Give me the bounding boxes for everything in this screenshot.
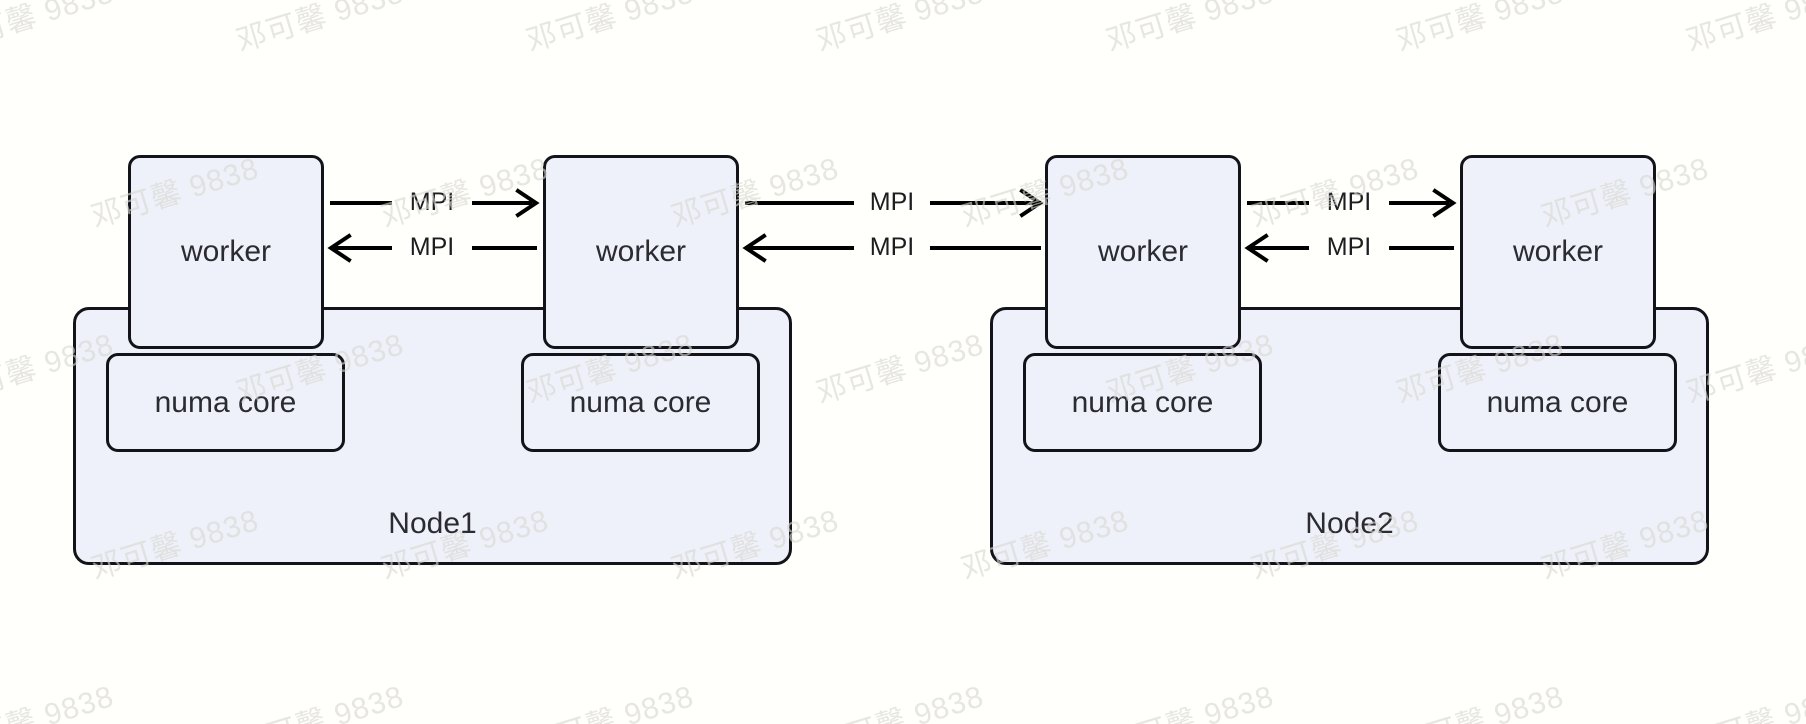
watermark-text: 邓可馨 9838 [812, 680, 988, 724]
worker-box-node2-worker1[interactable]: worker [1045, 155, 1241, 349]
mpi-link-intra-node1: MPI MPI [324, 185, 543, 285]
watermark-text: 邓可馨 9838 [0, 0, 118, 59]
watermark-text: 邓可馨 9838 [232, 0, 408, 59]
arrow-right-icon [1019, 188, 1044, 218]
worker-label: worker [1097, 235, 1188, 268]
watermark-text: 邓可馨 9838 [232, 680, 408, 724]
numa-core-box-node1-core2[interactable]: numa core [521, 353, 760, 452]
worker-box-node1-worker2[interactable]: worker [543, 155, 739, 349]
watermark-text: 邓可馨 9838 [1102, 0, 1278, 59]
worker-label: worker [595, 235, 686, 268]
mpi-arrows-svg [742, 188, 1044, 263]
watermark-text: 邓可馨 9838 [1392, 680, 1568, 724]
mpi-forward-label: MPI [1326, 188, 1372, 216]
watermark-text: 邓可馨 9838 [522, 680, 698, 724]
node-label-node2: Node2 [990, 307, 1709, 565]
numa-core-label: numa core [1486, 385, 1629, 419]
mpi-link-inter-node: MPI MPI [739, 185, 1045, 285]
watermark-text: 邓可馨 9838 [1392, 0, 1568, 59]
worker-box-node2-worker2[interactable]: worker [1460, 155, 1656, 349]
watermark-text: 邓可馨 9838 [1102, 680, 1278, 724]
numa-core-label: numa core [569, 385, 712, 419]
numa-core-box-node1-core1[interactable]: numa core [106, 353, 345, 452]
mpi-arrows-svg [1244, 188, 1457, 263]
watermark-text: 邓可馨 9838 [812, 328, 988, 411]
watermark-text: 邓可馨 9838 [1682, 0, 1806, 59]
numa-core-box-node2-core2[interactable]: numa core [1438, 353, 1677, 452]
numa-core-label: numa core [154, 385, 297, 419]
mpi-backward-label: MPI [1326, 233, 1372, 261]
node-label-node2-text: Node2 [1305, 507, 1394, 540]
mpi-link-intra-node2: MPI MPI [1241, 185, 1460, 285]
node-label-node1-text: Node1 [388, 507, 477, 540]
mpi-backward-label: MPI [869, 233, 915, 261]
numa-core-label: numa core [1071, 385, 1214, 419]
numa-core-box-node2-core1[interactable]: numa core [1023, 353, 1262, 452]
mpi-backward-label: MPI [409, 233, 455, 261]
mpi-forward-label: MPI [409, 188, 455, 216]
node-label-node1: Node1 [73, 307, 792, 565]
watermark-text: 邓可馨 9838 [812, 0, 988, 59]
arrow-right-icon [1432, 188, 1457, 218]
worker-label: worker [1512, 235, 1603, 268]
watermark-text: 邓可馨 9838 [522, 0, 698, 59]
worker-box-node1-worker1[interactable]: worker [128, 155, 324, 349]
watermark-text: 邓可馨 9838 [0, 680, 118, 724]
mpi-forward-label: MPI [869, 188, 915, 216]
arrow-right-icon [515, 188, 540, 218]
watermark-text: 邓可馨 9838 [1683, 680, 1806, 724]
worker-label: worker [180, 235, 271, 268]
mpi-arrows-svg [327, 188, 540, 263]
